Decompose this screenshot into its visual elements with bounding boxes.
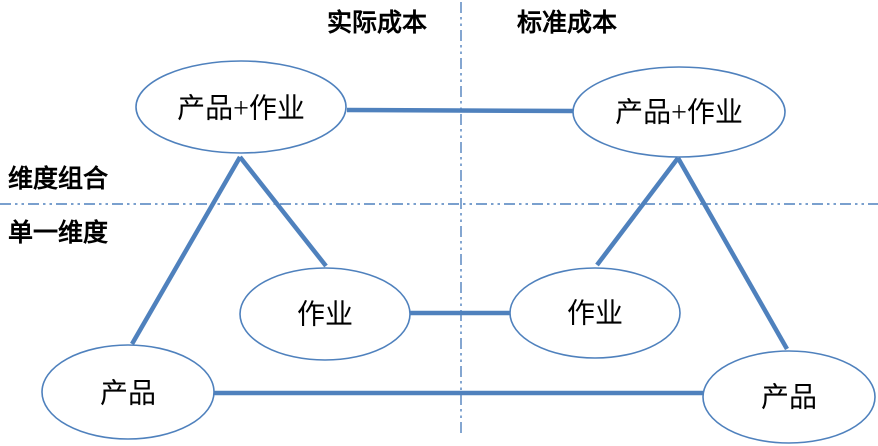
edge-actual-combo-to-activity [238,155,328,268]
row-header-combined-dimension: 维度组合 [8,164,109,193]
edge-top-product-activity-link [346,107,574,114]
node-label-actual-product-activity: 产品+作业 [177,93,305,125]
edge-actual-combo-to-product [130,155,242,346]
edge-standard-combo-to-product [676,156,789,351]
node-actual-activity [239,267,411,361]
node-standard-activity [509,267,681,359]
node-label-actual-activity: 作业 [297,299,353,331]
row-header-single-dimension: 单一维度 [8,218,108,247]
node-label-standard-activity: 作业 [567,298,623,330]
node-label-actual-product: 产品 [100,378,156,410]
edge-standard-combo-to-activity [595,156,680,267]
node-standard-product-activity [572,66,786,158]
node-actual-product [41,344,215,440]
column-header-actual-cost: 实际成本 [327,8,427,37]
node-actual-product-activity [135,60,347,154]
node-label-standard-product-activity: 产品+作业 [615,97,743,129]
node-standard-product [702,350,876,444]
node-label-standard-product: 产品 [761,382,817,414]
column-header-standard-cost: 标准成本 [517,9,617,37]
